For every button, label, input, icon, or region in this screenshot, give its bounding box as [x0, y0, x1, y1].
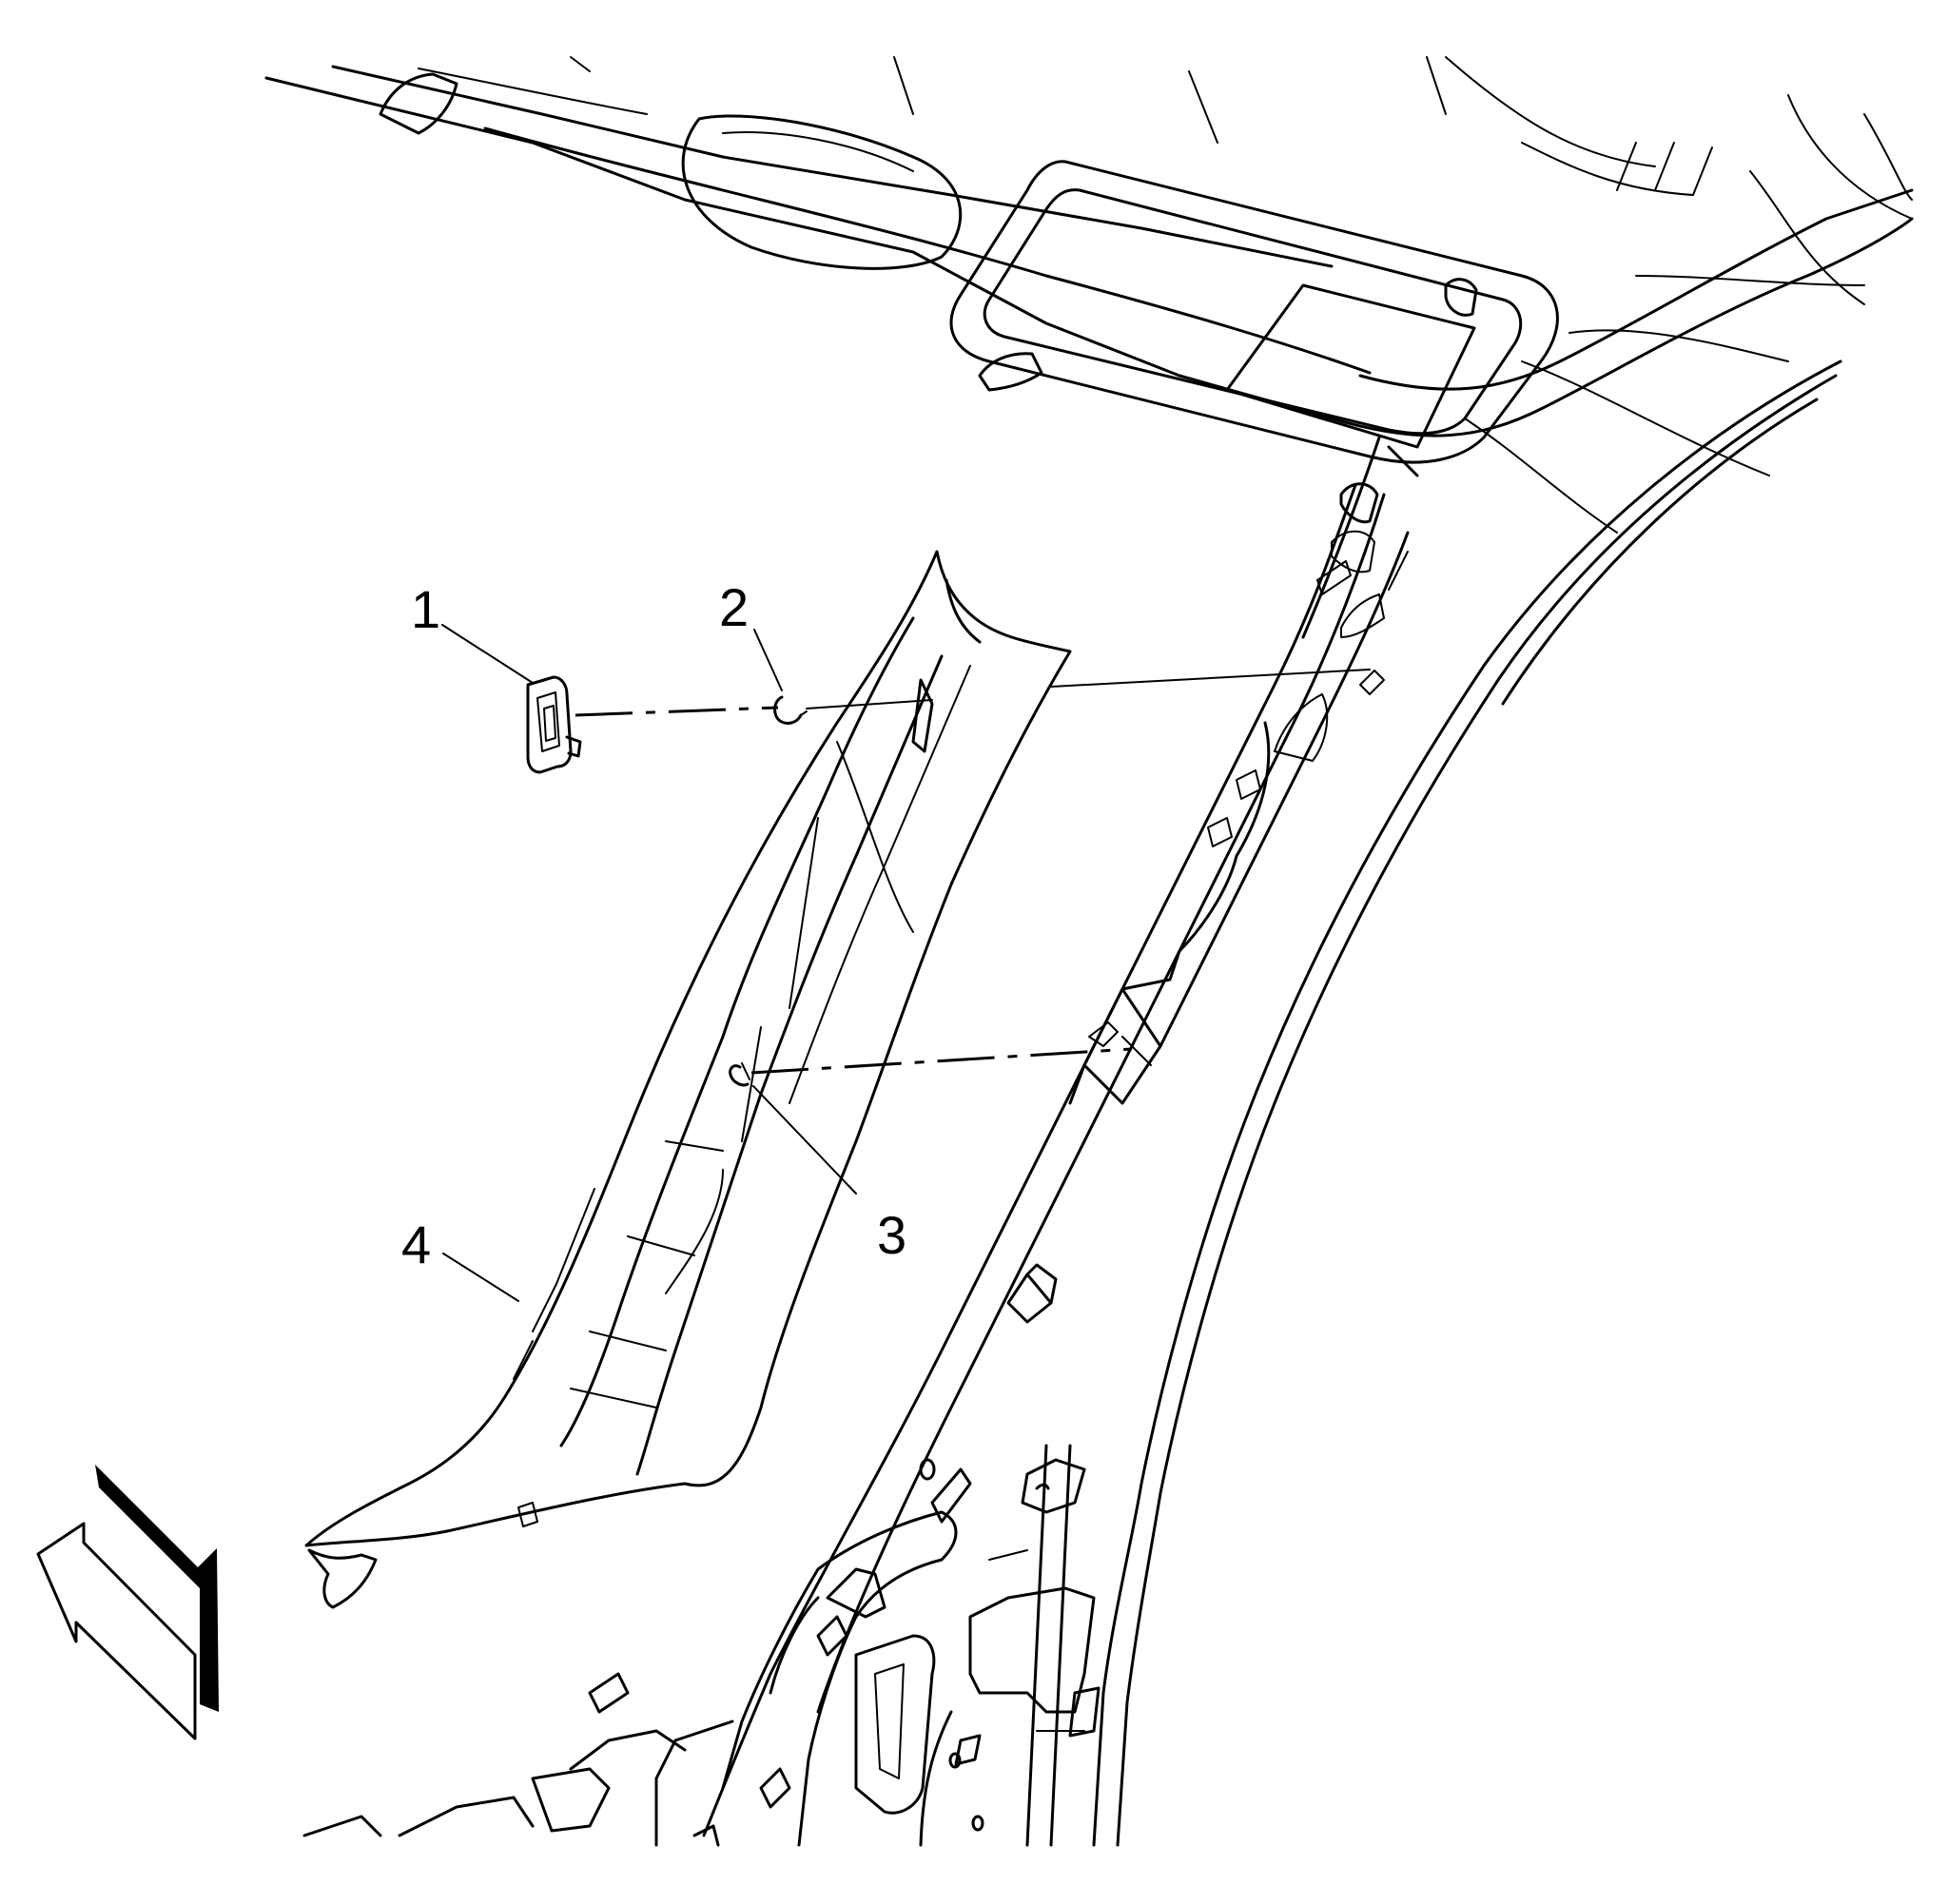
pillar-trim-panel: [304, 550, 1072, 1609]
front-direction-arrow-icon: [36, 1465, 219, 1740]
callout-2: 2: [719, 577, 749, 637]
callout-4: 4: [401, 1214, 431, 1274]
callout-3: 3: [877, 1205, 906, 1265]
retainer-clip-2: [773, 695, 808, 725]
trim-cap-part: [526, 675, 582, 774]
assembly-lines: [575, 669, 1371, 1075]
body-structure: [302, 359, 1842, 1847]
headliner: [264, 56, 1914, 534]
callout-1: 1: [411, 579, 440, 639]
callout-leaders: [441, 624, 857, 1302]
retainer-clip-3: [729, 1062, 750, 1087]
